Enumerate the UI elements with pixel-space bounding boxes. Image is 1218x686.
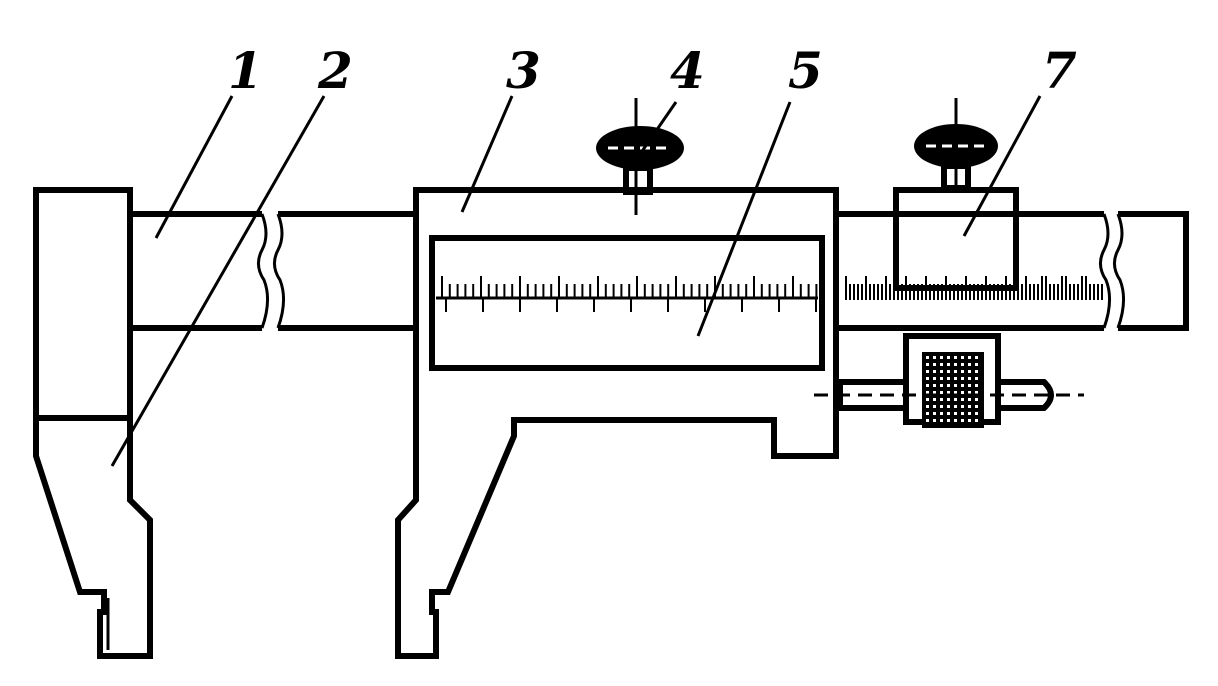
knurl-dot [975,370,978,373]
beam [130,211,1189,331]
knurl-dot [926,419,929,422]
knurl-dot [947,356,950,359]
knurl-dot [961,377,964,380]
fixed-jaw [33,187,153,659]
knurl-dot [954,370,957,373]
knurled-wheel [926,356,978,422]
knurl-dot [961,398,964,401]
fine-adjust-slider [893,98,1019,291]
knurl-dot [954,363,957,366]
knurl-dot [947,412,950,415]
micro-feed-nut [814,333,1084,428]
knurl-dot [933,377,936,380]
knurl-dot [975,356,978,359]
vernier-scale [441,276,818,312]
knurl-dot [975,398,978,401]
callout-3: 3 [506,41,541,100]
knurl-dot [968,356,971,359]
knurl-dot [975,405,978,408]
knurl-dot [947,377,950,380]
knurl-dot [968,405,971,408]
knurl-dot [933,391,936,394]
knurl-dot [940,377,943,380]
knurl-dot [975,363,978,366]
knurl-dot [933,356,936,359]
knurl-dot [968,391,971,394]
knurl-dot [940,405,943,408]
knurl-dot [961,412,964,415]
callout-2: 2 [317,41,353,100]
knurl-dot [961,384,964,387]
callout-4: 4 [670,41,705,100]
knurl-dot [961,370,964,373]
knurl-dot [954,398,957,401]
knurl-dot [926,356,929,359]
knurl-dot [947,398,950,401]
knurl-dot [933,370,936,373]
knurl-dot [968,412,971,415]
knurl-dot [926,405,929,408]
knurl-dot [954,384,957,387]
knurl-dot [954,419,957,422]
knurl-dot [933,398,936,401]
knurl-dot [947,363,950,366]
sliding-frame [395,187,839,659]
knurl-dot [933,419,936,422]
knurl-dot [940,412,943,415]
knurl-dot [947,419,950,422]
knurl-dot [926,412,929,415]
knurl-dot [975,412,978,415]
knurl-dot [961,391,964,394]
knurl-dot [961,356,964,359]
knurl-dot [961,419,964,422]
knurl-dot [947,370,950,373]
knurl-dot [968,377,971,380]
knurl-dot [947,384,950,387]
knurl-dot [940,356,943,359]
knurl-dot [940,391,943,394]
knurl-dot [961,363,964,366]
clamp-screw-frame [596,98,684,215]
knurl-dot [968,370,971,373]
knurl-dot [975,391,978,394]
knurl-dot [926,370,929,373]
knurl-dot [954,377,957,380]
knurl-dot [947,405,950,408]
knurl-dot [926,398,929,401]
knurl-dot [933,412,936,415]
leader-lines [110,95,1042,467]
knurl-dot [947,391,950,394]
knurl-dot [940,419,943,422]
knurl-dot [968,398,971,401]
knurl-dot [968,384,971,387]
knurl-dot [975,384,978,387]
knurl-dot [940,384,943,387]
knurl-dot [954,391,957,394]
knurl-dot [968,363,971,366]
callouts: 1 2 3 4 5 7 [228,41,1077,100]
knurl-dot [940,363,943,366]
knurl-dot [940,398,943,401]
callout-5: 5 [788,41,823,100]
knurl-dot [954,405,957,408]
knurl-dot [954,356,957,359]
knurl-dot [975,419,978,422]
callout-7: 7 [1042,41,1077,100]
knurl-dot [975,377,978,380]
knurl-dot [968,419,971,422]
knurl-dot [961,405,964,408]
knurl-dot [940,370,943,373]
knurl-dot [933,363,936,366]
knurl-dot [926,384,929,387]
callout-1: 1 [228,41,263,100]
knurl-dot [954,412,957,415]
knurl-dot [933,405,936,408]
knurl-dot [926,391,929,394]
knurl-dot [926,377,929,380]
knurl-dot [933,384,936,387]
knurl-dot [926,363,929,366]
